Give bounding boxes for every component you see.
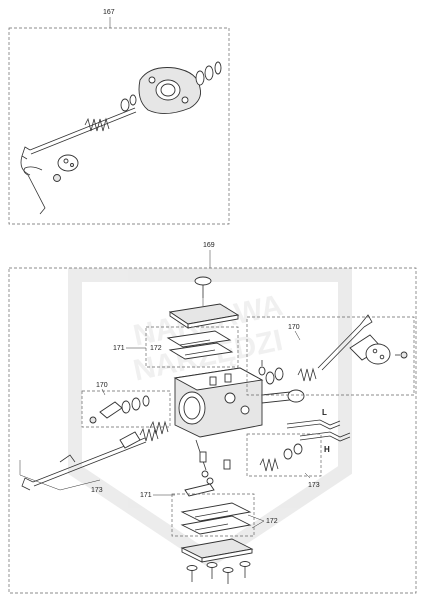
choke-disc [365,343,391,365]
adjust-springs [259,443,303,472]
washer [274,367,284,381]
metering-lever [184,477,215,497]
callout-167: 167 [103,9,115,16]
choke-screw [395,351,408,359]
washer [129,94,137,106]
cover-screws [186,561,251,584]
intake-flange [138,67,201,114]
label-L: L [322,408,327,417]
callout-170-right: 170 [288,324,300,331]
carburetor-body [173,367,264,438]
cover-screw [194,276,212,298]
group-171-172-upper [145,326,239,368]
callout-172-lower: 172 [266,518,278,525]
callout-169: 169 [203,242,215,249]
lever-spring-left [139,427,159,442]
group-173-right [246,433,322,477]
group-170-right [246,316,415,396]
group-172-lower [171,493,255,537]
callout-172-upper: 172 [150,345,162,352]
throttle-shaft-lower [21,431,147,491]
callout-173-left: 173 [91,487,103,494]
assembly-169-frame [8,267,417,594]
o-ring [204,65,214,81]
carb-top-fitting [258,360,266,376]
choke-spring [297,367,317,382]
adjust-screw-L: L [286,408,341,430]
group-170-left [81,390,171,428]
screw [53,174,61,182]
link-rod [23,166,46,215]
metering-cover [180,538,254,563]
washer [265,371,275,385]
washer [120,98,130,112]
assembly-169: 169 171 172 [8,242,417,594]
callout-171-lower: 171 [140,492,152,499]
o-ring [195,70,205,86]
choke-shaft [317,314,373,371]
pump-gasket [166,330,234,360]
label-H: H [324,445,330,454]
leader-173-left [19,460,101,491]
o-ring [214,61,222,75]
throttle-lever-parts [89,395,150,424]
callout-171-upper: 171 [113,345,125,352]
shaft-spring [84,117,110,132]
callout-170-left: 170 [96,382,108,389]
throttle-spring [149,420,169,435]
metering-diaphragm [180,502,252,535]
assembly-167: 167 [8,9,230,225]
fuel-nipple [261,389,305,404]
throttle-disc [57,154,79,172]
callout-173-right: 173 [308,482,320,489]
assembly-167-frame [8,27,230,225]
throttle-shaft [20,107,137,176]
needle-valve [195,439,231,478]
pump-cover [168,303,240,329]
